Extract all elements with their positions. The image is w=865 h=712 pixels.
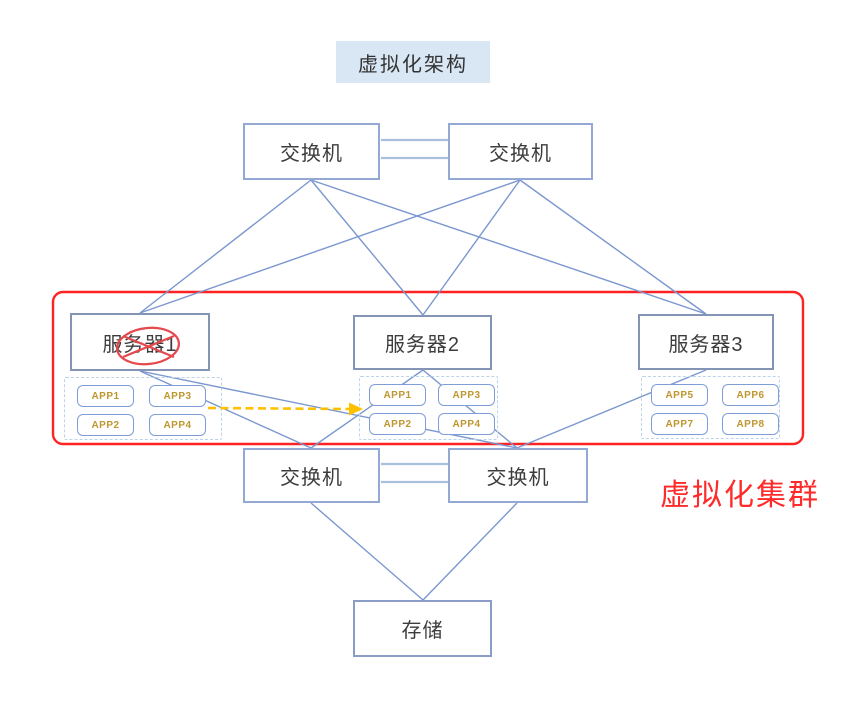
bottom-switch-1: 交换机 (243, 448, 380, 503)
cluster-label: 虚拟化集群 (660, 479, 820, 512)
app-box: APP1 (77, 385, 134, 407)
app-box: APP3 (438, 384, 495, 406)
server-1: 服务器1 (70, 313, 210, 371)
storage: 存储 (353, 600, 492, 657)
server-3-app-group: APP5 APP6 APP7 APP8 (641, 376, 780, 439)
server-2: 服务器2 (353, 315, 492, 370)
app-box: APP4 (438, 413, 495, 435)
server-2-app-group: APP1 APP3 APP2 APP4 (359, 376, 498, 440)
page-title: 虚拟化架构 (336, 41, 490, 83)
server-3: 服务器3 (638, 314, 774, 370)
bottom-switch-2: 交换机 (448, 448, 588, 503)
top-switch-2: 交换机 (448, 123, 593, 180)
app-box: APP2 (369, 413, 426, 435)
app-box: APP2 (77, 414, 134, 436)
top-switch-1: 交换机 (243, 123, 380, 180)
app-box: APP7 (651, 413, 708, 435)
app-box: APP5 (651, 384, 708, 406)
migration-arrow-icon (207, 402, 363, 416)
server-1-app-group: APP1 APP3 APP2 APP4 (64, 377, 222, 440)
app-box: APP4 (149, 414, 206, 436)
app-box: APP6 (722, 384, 779, 406)
app-box: APP8 (722, 413, 779, 435)
app-box: APP3 (149, 385, 206, 407)
app-box: APP1 (369, 384, 426, 406)
